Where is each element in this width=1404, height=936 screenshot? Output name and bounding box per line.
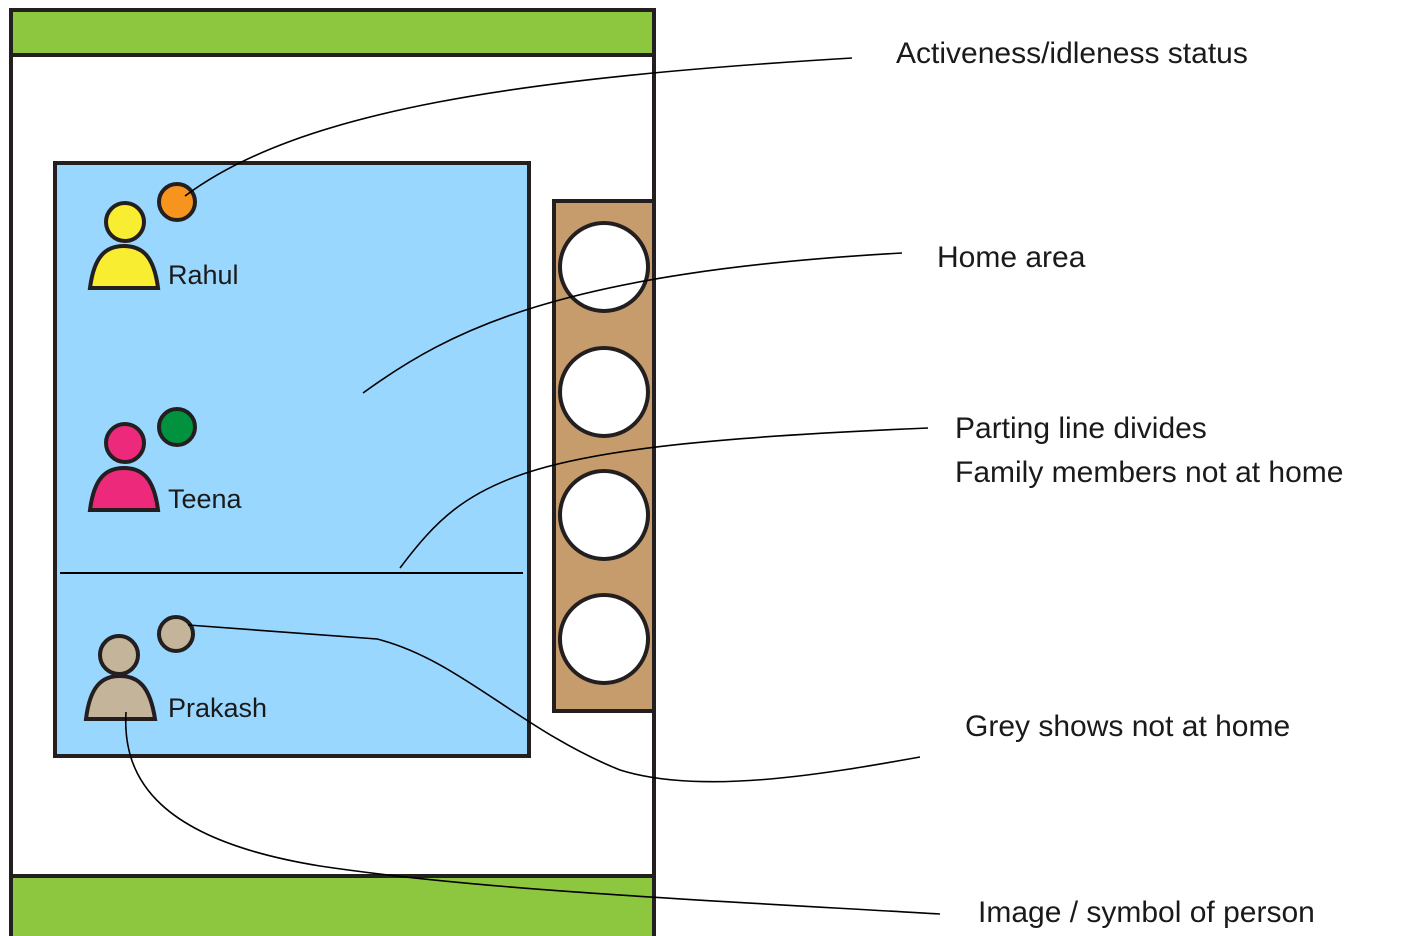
- member-name-teena: Teena: [168, 484, 243, 514]
- leader-home-area: [362, 252, 903, 394]
- leader-parting-line: [399, 427, 929, 569]
- status-dot-rahul: [157, 182, 197, 222]
- member-name-prakash: Prakash: [168, 693, 267, 723]
- member-prakash[interactable]: Prakash: [83, 615, 267, 723]
- member-teena[interactable]: Teena: [87, 407, 243, 514]
- annotation-parting-line-1: Parting line divides: [955, 412, 1207, 445]
- annotation-status: Activeness/idleness status: [896, 37, 1248, 70]
- slot-1[interactable]: [558, 221, 650, 313]
- person-icon-teena-head: [104, 422, 146, 464]
- person-icon-teena-body: [87, 465, 161, 512]
- member-rahul[interactable]: Rahul: [87, 182, 239, 290]
- annotation-symbol: Image / symbol of person: [978, 896, 1315, 929]
- status-dot-prakash: [157, 615, 195, 653]
- person-icon-rahul-head: [104, 201, 146, 243]
- slot-3[interactable]: [558, 469, 650, 561]
- annotation-parting-line-2: Family members not at home: [955, 456, 1343, 489]
- person-icon-prakash-head: [98, 634, 140, 676]
- leader-grey: [187, 624, 921, 783]
- person-icon-rahul-body: [87, 243, 161, 290]
- member-name-rahul: Rahul: [168, 260, 239, 290]
- annotation-grey: Grey shows not at home: [965, 710, 1290, 743]
- top-bar: [9, 8, 656, 57]
- slot-4[interactable]: [558, 593, 650, 685]
- leader-symbol: [124, 711, 941, 915]
- leader-status: [184, 57, 853, 197]
- bottom-bar: [9, 874, 656, 936]
- person-icon-prakash-body: [83, 673, 158, 721]
- slot-2[interactable]: [558, 346, 650, 438]
- status-dot-teena: [157, 407, 197, 447]
- annotation-home-area: Home area: [937, 241, 1086, 274]
